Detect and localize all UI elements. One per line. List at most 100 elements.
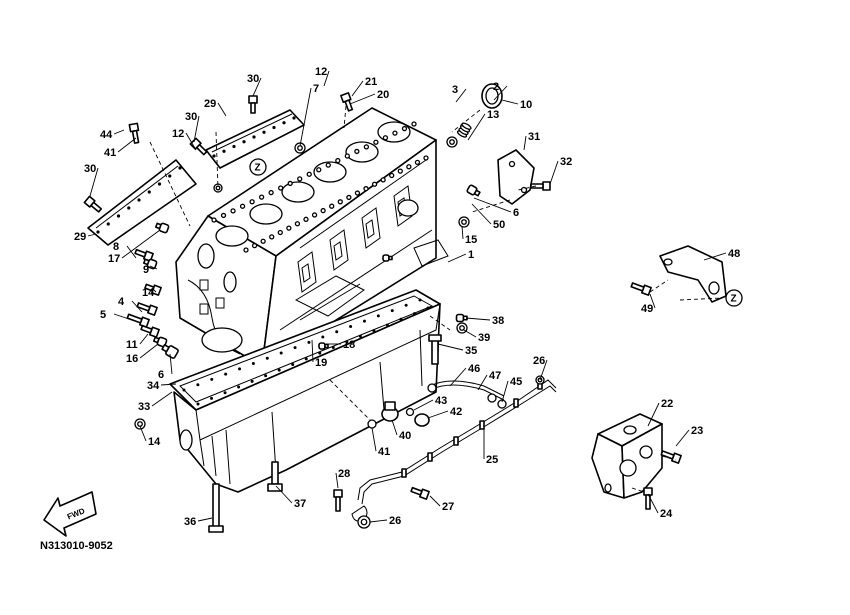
head-bolt-hole: [249, 199, 255, 205]
callout-number: 26: [533, 355, 545, 367]
callout-number: 4: [118, 296, 125, 308]
callout-number: 45: [510, 376, 522, 388]
pan-bolt-hole: [399, 317, 403, 321]
bolt: [140, 324, 160, 338]
head-bolt-hole: [294, 221, 301, 227]
head-bolt-hole: [406, 164, 412, 170]
leader-line: [391, 419, 398, 436]
gasket-hole: [212, 154, 216, 158]
forward-arrow: FWD: [43, 491, 97, 537]
callout-number: 5: [100, 309, 106, 321]
fastener-group: [83, 92, 682, 529]
pan-bolt-hole: [196, 383, 200, 387]
leader-line: [549, 160, 559, 185]
harness-clip: [479, 420, 485, 430]
bolt: [333, 489, 343, 512]
gasket-hole: [137, 198, 141, 202]
leader-line: [371, 427, 377, 452]
washer: [294, 142, 306, 154]
leader-line: [252, 77, 262, 97]
pan-bolt-hole: [362, 319, 366, 323]
callout-number: 29: [74, 231, 86, 243]
drain-bolt-35: [428, 334, 442, 365]
leader-line: [477, 374, 488, 391]
head-bolt-hole: [278, 185, 284, 191]
head-bolt-hole: [382, 135, 389, 141]
head-bolt-hole: [401, 125, 408, 132]
wiring-harness: [351, 379, 557, 522]
leader-line: [467, 113, 486, 141]
pan-bolt-hole: [210, 396, 214, 400]
head-bolt-hole: [380, 177, 386, 183]
head-bolt-hole: [220, 212, 227, 219]
core-plug: [301, 263, 311, 283]
head-bolt-hole: [230, 208, 236, 214]
pan-bolt-hole: [251, 362, 255, 366]
callout-number: 33: [138, 401, 150, 413]
head-bolt-hole: [243, 247, 249, 253]
head-bolt-hole: [411, 121, 417, 127]
leader-line: [169, 353, 173, 375]
callout-number: 38: [492, 315, 504, 327]
leader-line: [447, 253, 467, 263]
leader-line: [149, 265, 158, 270]
leader-line: [437, 343, 464, 351]
leader-line: [369, 519, 388, 523]
block-port: [215, 297, 225, 309]
pan-bolt-hole: [210, 377, 214, 381]
pan-bolt-hole: [418, 298, 422, 302]
head-bolt-hole: [373, 139, 379, 145]
head-bolt-hole: [286, 225, 292, 231]
callout-number: 30: [84, 163, 96, 175]
reference-marker-label: Z: [255, 163, 261, 174]
head-bolt-hole: [392, 130, 398, 136]
callout-number: 48: [728, 248, 740, 260]
callout-number: 12: [315, 66, 327, 78]
harness-clip: [427, 452, 433, 462]
head-bolt-hole: [325, 162, 331, 168]
reference-markers: ZZ: [249, 158, 743, 307]
bolt: [643, 487, 653, 510]
callout-number: 21: [365, 76, 377, 88]
callout-number: 41: [104, 147, 116, 159]
harness-clip: [513, 398, 519, 408]
callout-number: 25: [486, 454, 498, 466]
callout-number: 22: [661, 398, 673, 410]
callout-number: 23: [691, 425, 703, 437]
gasket-hole: [232, 144, 236, 149]
leader-line: [413, 399, 434, 411]
leader-lines: [87, 70, 727, 523]
leader-line: [193, 115, 200, 143]
leader-line: [351, 80, 364, 97]
head-bolt-hole: [251, 242, 258, 249]
head-bolt-hole: [363, 186, 369, 192]
pan-bolt-hole: [335, 330, 339, 334]
leader-line: [311, 339, 314, 363]
washer: [357, 515, 371, 529]
head-bolt-hole: [335, 157, 341, 164]
head-bolt-hole: [320, 207, 326, 214]
callout-number: 3: [452, 84, 458, 96]
gasket-hole: [157, 182, 162, 186]
callout-number: 15: [465, 234, 477, 246]
callout-number: 19: [315, 357, 327, 369]
callout-number: 41: [378, 446, 390, 458]
callout-number: 6: [158, 369, 164, 381]
head-bolt-hole: [423, 155, 429, 161]
leader-line: [461, 225, 464, 240]
leader-line: [649, 293, 656, 309]
head-bolt-hole: [344, 153, 350, 159]
spring: [456, 122, 472, 138]
callout-number: 43: [435, 395, 447, 407]
oil-pipe: [427, 380, 507, 409]
head-bolt-hole: [287, 180, 293, 187]
leader-line: [501, 99, 519, 105]
washer: [134, 418, 146, 430]
harness-clip: [453, 436, 459, 446]
gasket-hole: [292, 116, 296, 120]
head-bolt-hole: [258, 194, 265, 200]
leader-line: [131, 300, 143, 313]
bolt: [530, 181, 551, 191]
pan-bolt-hole: [390, 309, 394, 313]
washer: [456, 322, 468, 334]
